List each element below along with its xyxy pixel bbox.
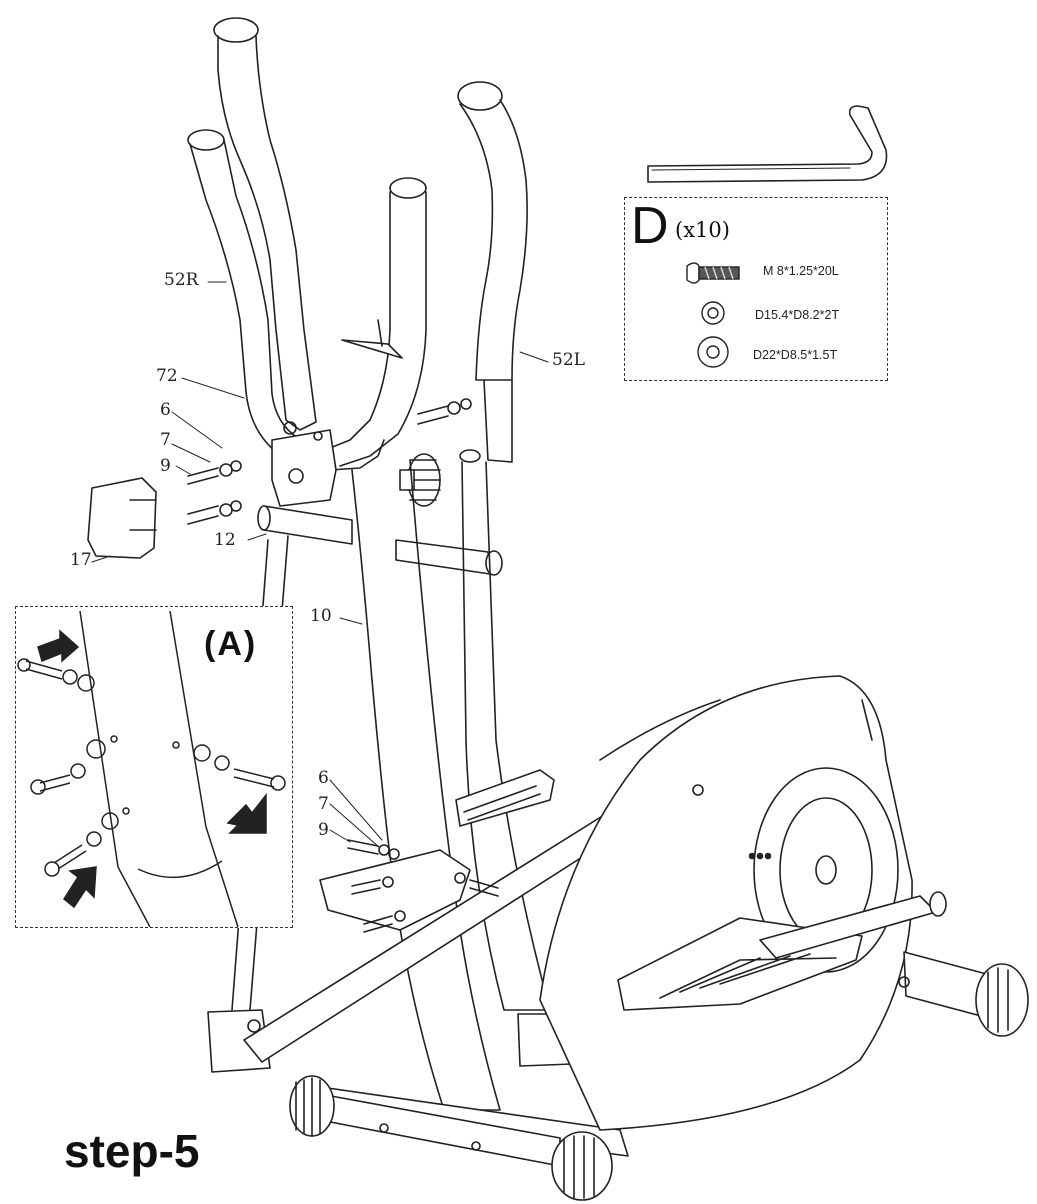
detail-view-title: (A) [204, 625, 258, 663]
flat-washer-icon [697, 336, 729, 368]
lower-bolts [347, 839, 499, 933]
flywheel-housing [539, 675, 913, 1131]
tension-knob-icon [399, 453, 441, 507]
part-label-6-upper: 6 [160, 400, 171, 420]
front-stabilizer [289, 1075, 613, 1201]
detail-view-a: (A) [15, 606, 293, 928]
part-label-12: 12 [214, 530, 236, 550]
right-pedal [617, 891, 947, 1011]
right-handlebar-52l [457, 81, 528, 463]
part-label-9-upper: 9 [160, 456, 171, 476]
hardware-quantity: (x10) [675, 218, 730, 242]
detail-drawing [17, 610, 286, 927]
part-label-7-lower: 7 [318, 794, 329, 814]
part-label-9-lower: 9 [318, 820, 329, 840]
upper-bracket [187, 398, 472, 525]
part-label-52l: 52L [552, 350, 585, 370]
part-label-7-upper: 7 [160, 430, 171, 450]
hardware-letter: D [631, 197, 669, 255]
rear-roller [898, 951, 1029, 1037]
detail-arrow-icon [37, 629, 267, 909]
hardware-box: D (x10) M 8*1.25*20L D15.4*D8.2*2T D22*D… [624, 197, 888, 381]
spring-washer-spec: D15.4*D8.2*2T [755, 308, 840, 322]
crossbar-12 [257, 505, 503, 576]
part-label-6-lower: 6 [318, 768, 329, 788]
step-title: step-5 [64, 1125, 200, 1177]
leader-lines [91, 281, 549, 849]
part-label-17: 17 [70, 550, 92, 570]
left-pedal [319, 769, 555, 931]
center-post [329, 177, 427, 467]
part-label-52r: 52R [164, 270, 199, 290]
left-handlebar-52r [187, 17, 385, 471]
end-cap-17 [87, 477, 157, 559]
spring-washer-icon [701, 301, 725, 325]
flat-washer-spec: D22*D8.5*1.5T [753, 348, 838, 362]
allen-key-icon [647, 105, 888, 183]
part-label-10: 10 [310, 606, 332, 626]
bolt-spec: M 8*1.25*20L [763, 264, 839, 278]
hardware-icons [686, 262, 740, 368]
part-label-72: 72 [156, 366, 178, 386]
bolt-icon [686, 262, 740, 284]
